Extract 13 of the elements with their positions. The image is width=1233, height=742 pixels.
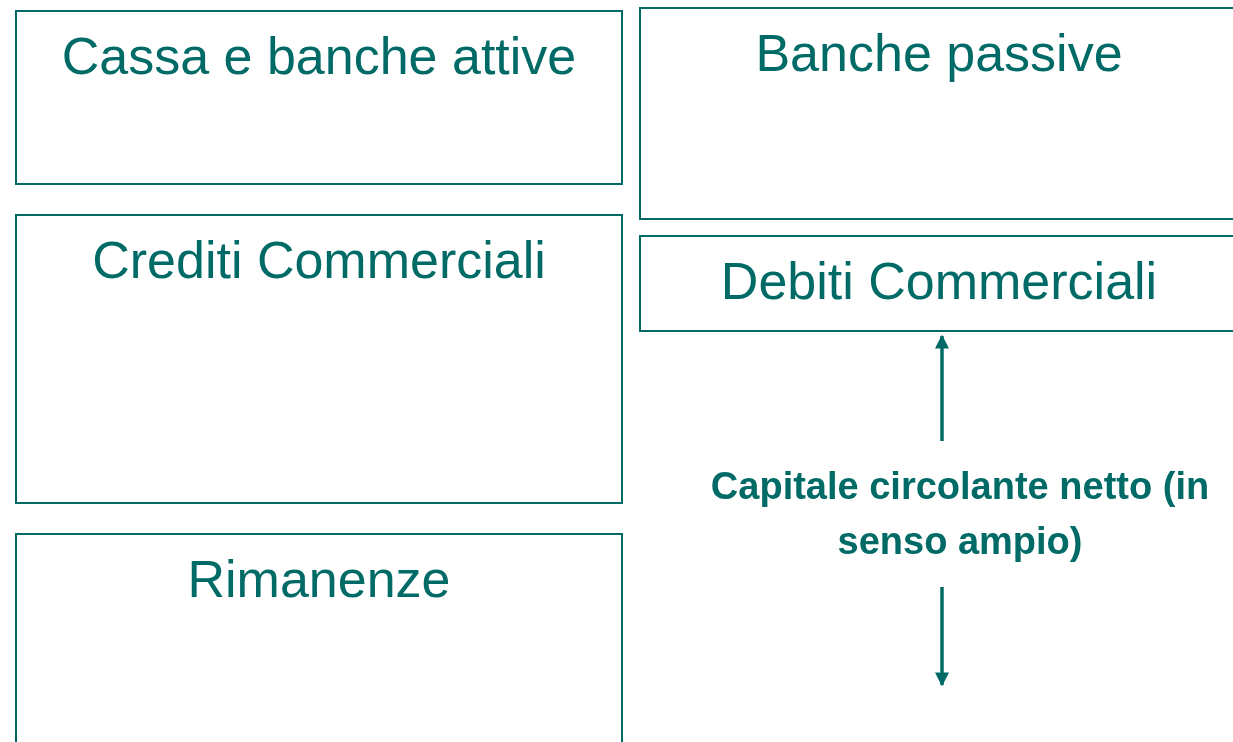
account-box: [15, 214, 623, 504]
box-title: Debiti Commerciali: [719, 251, 1159, 312]
arrow: [935, 334, 949, 441]
account-box: [15, 10, 623, 185]
account-box: [639, 7, 1233, 220]
box-title: Cassa e banche attive: [60, 26, 578, 87]
box-title: Banche passive: [754, 23, 1124, 84]
box-title: Rimanenze: [186, 549, 452, 610]
note-text: Capitale circolante netto (in senso ampio): [709, 463, 1211, 564]
account-box: [639, 235, 1233, 332]
account-box: [15, 533, 623, 742]
arrow: [935, 587, 949, 687]
box-title: Crediti Commerciali: [91, 230, 547, 291]
